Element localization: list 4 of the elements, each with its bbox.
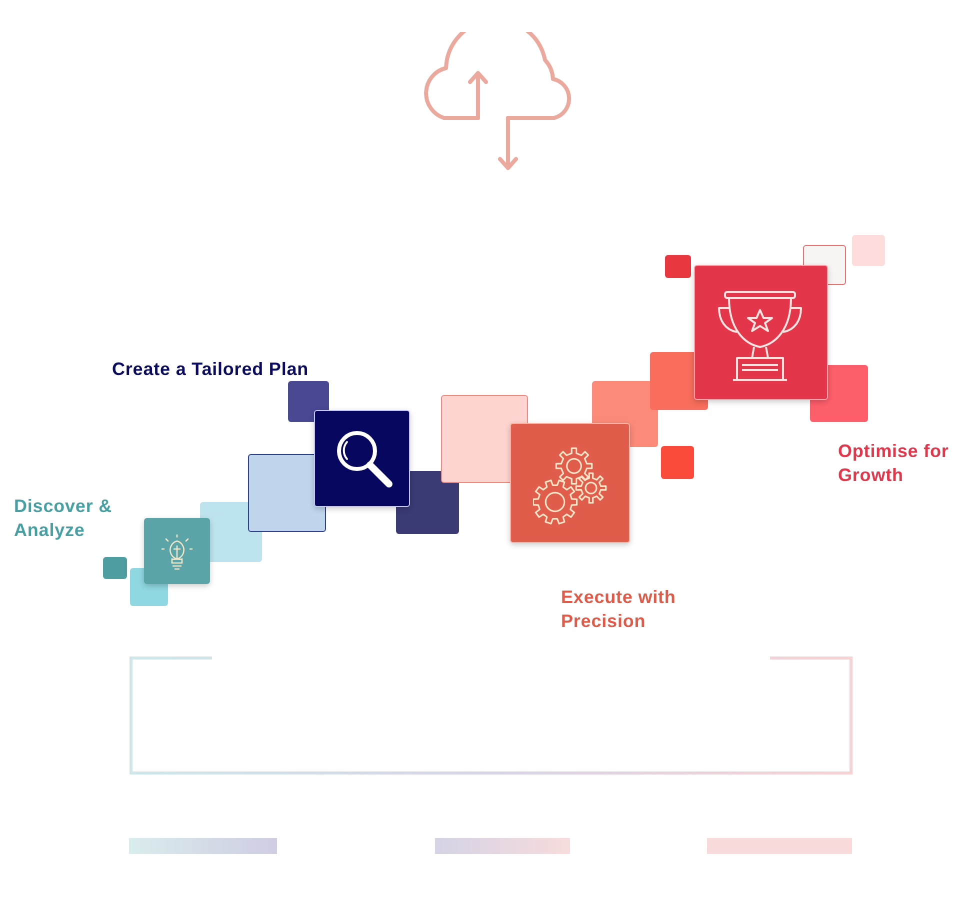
step-title: Optimise for Growth	[838, 440, 950, 487]
step-title: Execute with Precision	[561, 586, 677, 633]
step-title: Discover & Analyze	[14, 495, 114, 542]
step-title: Create a Tailored Plan	[112, 358, 310, 381]
